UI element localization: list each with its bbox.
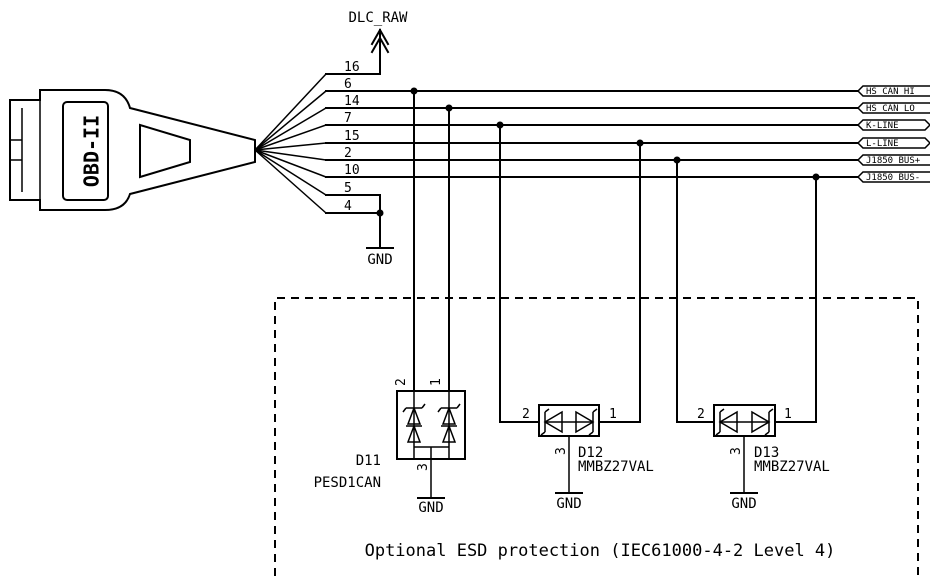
d11-value: PESD1CAN [314, 475, 381, 491]
dlc-raw-power: DLC_RAW [348, 10, 408, 54]
d12-value: MMBZ27VAL [578, 459, 654, 475]
d11-pin-2: 2 [394, 378, 409, 386]
pin-14: 14 [344, 94, 360, 109]
net-j1850-bus-minus: J1850_BUS- [866, 173, 920, 183]
net-l-line: L-LINE [866, 139, 899, 149]
d13-ref: D13 [754, 445, 779, 461]
d12-gnd-label: GND [556, 496, 581, 512]
esd-box: Optional ESD protection (IEC61000-4-2 Le… [274, 297, 919, 576]
drops [410, 87, 820, 423]
net-k-line: K-LINE [866, 121, 899, 131]
dlc-raw-label: DLC_RAW [348, 10, 408, 26]
d11-pin-3: 3 [416, 463, 431, 471]
gnd-symbol-top: GND [366, 247, 394, 268]
pin-10: 10 [344, 163, 360, 178]
d13-pin-3: 3 [729, 447, 744, 455]
d12-pin-3: 3 [554, 447, 569, 455]
d11-gnd-label: GND [418, 500, 443, 516]
net-j1850-bus-plus: J1850_BUS+ [866, 156, 921, 166]
pin-7: 7 [344, 111, 352, 126]
pin-2: 2 [344, 146, 352, 161]
d11-pin-1: 1 [429, 378, 444, 386]
gnd-label-top: GND [367, 252, 392, 268]
connector-label: OBD-II [80, 115, 104, 187]
net-hs-can-hi: HS_CAN_HI [866, 87, 915, 97]
d13-pin-1: 1 [784, 407, 792, 422]
d13-pin-2: 2 [697, 407, 705, 422]
pin-15: 15 [344, 129, 360, 144]
junction-gnd [376, 209, 384, 217]
d12-pin-1: 1 [609, 407, 617, 422]
pin-5: 5 [344, 181, 352, 196]
d13-gnd-label: GND [731, 496, 756, 512]
d11-ref: D11 [356, 453, 381, 469]
pin-4: 4 [344, 199, 352, 214]
diode-d13: 2 1 3 D13 MMBZ27VAL GND [697, 404, 830, 512]
pin-stubs: 16 6 14 7 15 2 10 5 4 [325, 45, 859, 249]
diode-d11: 2 1 3 D11 PESD1CAN GND [314, 378, 466, 516]
net-hs-can-lo: HS_CAN_LO [866, 104, 915, 114]
pin-16: 16 [344, 60, 360, 75]
d13-value: MMBZ27VAL [754, 459, 830, 475]
pin-6: 6 [344, 77, 352, 92]
fan-wires [254, 73, 327, 214]
diode-d12: 2 1 3 D12 MMBZ27VAL GND [522, 404, 654, 512]
d12-ref: D12 [578, 445, 603, 461]
obd-connector: OBD-II [9, 89, 256, 211]
net-labels: HS_CAN_HI HS_CAN_LO K-LINE L-LINE J1850_… [856, 85, 930, 183]
esd-caption: Optional ESD protection (IEC61000-4-2 Le… [365, 541, 836, 561]
d12-pin-2: 2 [522, 407, 530, 422]
